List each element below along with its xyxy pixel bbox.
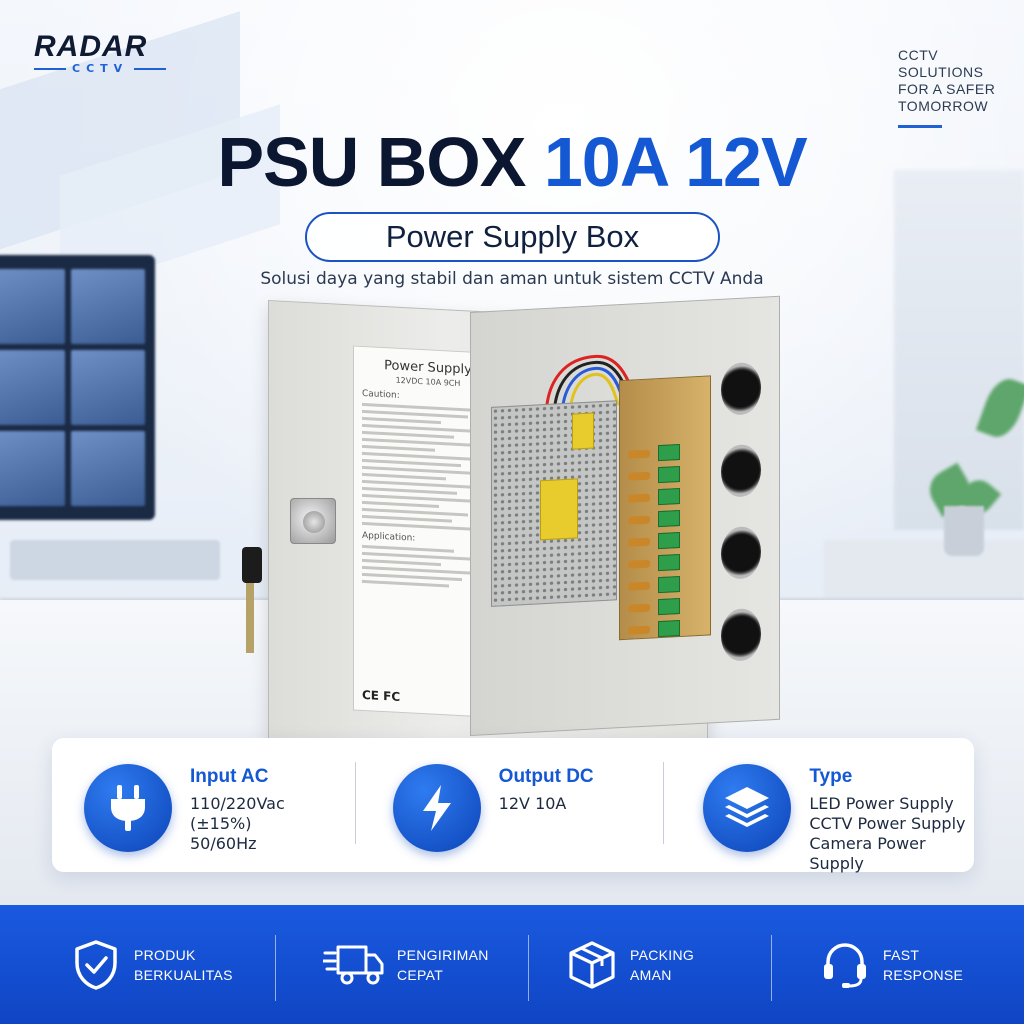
certification-marks: CE FC [362, 687, 401, 704]
feature-line: AMAN [630, 966, 672, 983]
page-title: PSU BOX 10A 12V [0, 124, 1024, 200]
plant-pot [944, 506, 984, 556]
fuse [628, 493, 650, 503]
fuse [628, 515, 650, 525]
spec-label: Output DC [498, 766, 594, 787]
terminal-block [658, 597, 680, 616]
cable-grommet [721, 607, 761, 662]
delivery-truck-icon [323, 939, 385, 991]
headset-icon [819, 939, 871, 991]
psu-box-illustration: Power Supply 12VDC 10A 9CH Caution: Appl… [240, 295, 780, 764]
brand-sub-text: CCTV [72, 62, 129, 75]
psu-sticker [572, 412, 594, 450]
terminal-block [658, 465, 680, 484]
spec-label: Type [809, 766, 853, 787]
hero-subtitle: Solusi daya yang stabil dan aman untuk s… [260, 269, 764, 289]
tagline-accent-bar [898, 125, 942, 128]
tagline-line: FOR A SAFER [898, 81, 996, 97]
fuse [628, 603, 650, 613]
tagline-line: CCTV [898, 47, 939, 63]
spec-value: LED Power Supply CCTV Power Supply Camer… [809, 794, 966, 873]
brand-name: RADAR [34, 30, 148, 63]
spec-text: Output DC 12V 10A [499, 764, 594, 814]
spec-label: Input AC [190, 766, 269, 787]
terminal-block [658, 443, 680, 462]
door-keys [240, 517, 266, 653]
feature-line: RESPONSE [883, 966, 964, 983]
feature-line: BERKUALITAS [134, 966, 233, 983]
feature-response: FAST RESPONSE [771, 934, 1024, 1001]
logo-line [134, 67, 167, 70]
brand-logo: RADAR CCTV [34, 30, 167, 75]
spec-text: Type LED Power Supply CCTV Power Supply … [809, 764, 974, 874]
fuse [628, 559, 650, 569]
door-lock [290, 498, 336, 544]
tagline-line: SOLUTIONS [898, 64, 984, 80]
feature-text: PENGIRIMAN CEPAT [397, 945, 489, 985]
terminal-block [658, 553, 680, 572]
spec-value: 110/220Vac (±15%) 50/60Hz [190, 794, 285, 853]
lightning-icon [392, 764, 481, 852]
fuse [628, 471, 650, 481]
spec-card: Input AC 110/220Vac (±15%) 50/60Hz Outpu… [52, 738, 974, 874]
title-dark: PSU BOX [217, 123, 526, 201]
feature-text: PACKING AMAN [630, 945, 694, 985]
feature-quality: PRODUK BERKUALITAS [0, 939, 275, 991]
terminal-block [658, 509, 680, 528]
box-enclosure [470, 295, 780, 736]
brand-sub: CCTV [34, 62, 167, 75]
spec-value: 12V 10A [498, 794, 567, 813]
feature-line: FAST [883, 946, 920, 963]
brand-tagline: CCTV SOLUTIONS FOR A SAFER TOMORROW [898, 47, 1018, 128]
background-monitor-stand [10, 540, 220, 580]
terminal-block [658, 619, 680, 638]
background-cctv-monitor [0, 255, 155, 520]
feature-text: PRODUK BERKUALITAS [134, 945, 233, 985]
terminal-block [658, 487, 680, 506]
spec-text: Input AC 110/220Vac (±15%) 50/60Hz [190, 764, 285, 854]
fuse [628, 625, 650, 635]
spec-output-dc: Output DC 12V 10A [354, 738, 664, 872]
terminal-block [658, 531, 680, 550]
spec-input-ac: Input AC 110/220Vac (±15%) 50/60Hz [52, 738, 355, 872]
fuse [628, 449, 650, 459]
distribution-board [619, 375, 711, 641]
features-banner: PRODUK BERKUALITAS PENGIRIMAN CEPAT [0, 905, 1024, 1024]
feature-text: FAST RESPONSE [883, 945, 963, 985]
feature-line: PACKING [630, 946, 695, 963]
feature-line: PENGIRIMAN [397, 946, 489, 963]
feature-line: PRODUK [134, 946, 196, 963]
package-box-icon [566, 939, 618, 991]
plug-icon [84, 764, 172, 852]
layers-icon [703, 764, 792, 852]
fuse [628, 581, 650, 591]
product-type-pill: Power Supply Box [305, 212, 720, 262]
cable-grommet [721, 443, 761, 498]
feature-line: CEPAT [397, 966, 444, 983]
spec-type: Type LED Power Supply CCTV Power Supply … [663, 738, 974, 874]
logo-line [34, 67, 66, 70]
terminal-block [658, 575, 680, 594]
psu-sticker [540, 478, 578, 541]
feature-shipping: PENGIRIMAN CEPAT [275, 934, 528, 1001]
feature-packing: PACKING AMAN [528, 934, 771, 1001]
cable-grommet [721, 361, 761, 416]
title-blue: 10A 12V [543, 123, 808, 201]
shield-check-icon [70, 939, 122, 991]
tagline-line: TOMORROW [898, 98, 989, 114]
fuse [628, 537, 650, 547]
switching-power-supply [491, 400, 617, 607]
cable-grommet [721, 525, 761, 580]
